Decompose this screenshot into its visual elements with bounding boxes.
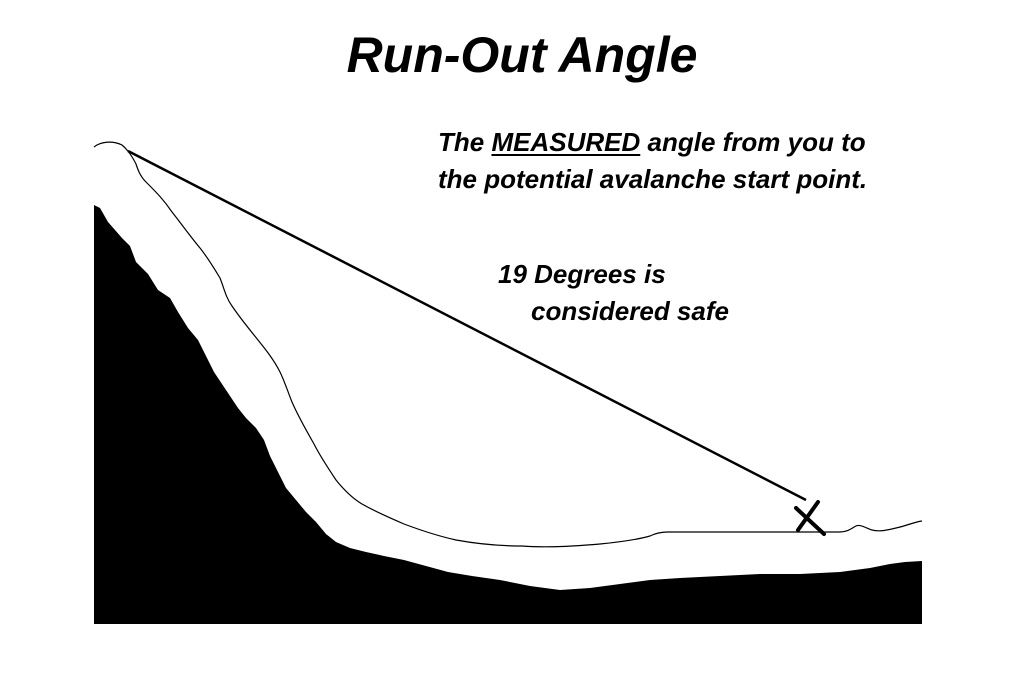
safe-note-line2: considered safe [531, 296, 729, 326]
description-prefix: The [438, 127, 485, 157]
description-emphasis: MEASURED [491, 127, 641, 157]
safe-angle-note: 19 Degrees is considered safe [498, 256, 818, 330]
x-mark-icon [794, 500, 826, 536]
terrain-cross-section [94, 205, 922, 624]
description-text: The MEASURED angle from you to the poten… [438, 124, 908, 198]
snow-surface-line [93, 141, 923, 548]
page-title: Run-Out Angle [346, 27, 698, 83]
safe-note-line1: 19 Degrees is [498, 259, 666, 289]
measured-angle-line [127, 149, 807, 502]
description-suffix: angle from you to the potential avalanch… [438, 127, 868, 194]
